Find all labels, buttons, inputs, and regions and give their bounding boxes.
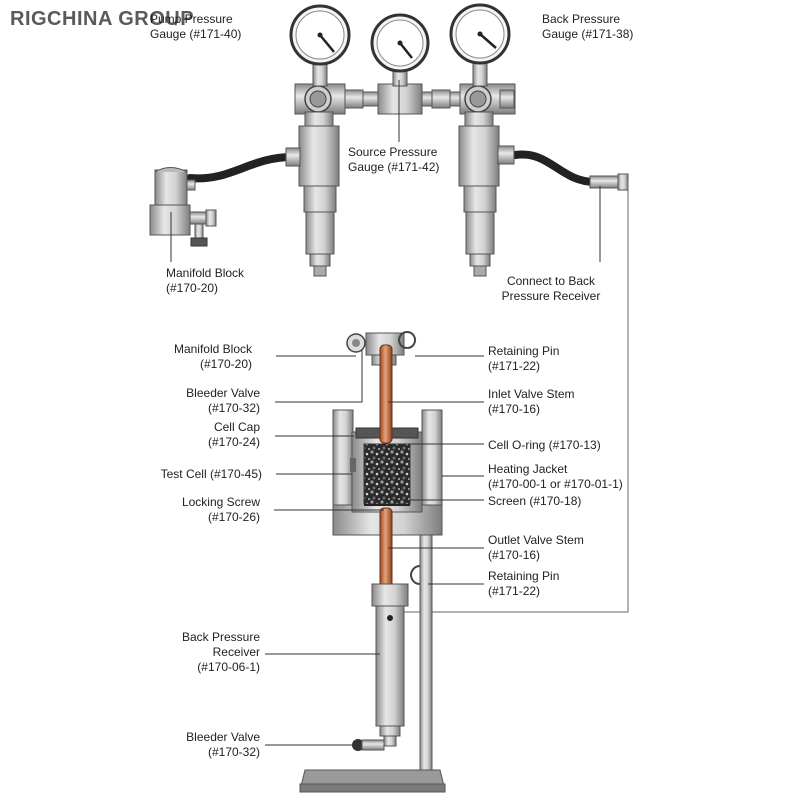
watermark-logo: RIGCHINA GROUP [10, 8, 195, 30]
support-stand [299, 534, 446, 793]
label-bleeder-valve-bottom: Bleeder Valve(#170-32) [186, 730, 260, 759]
label-screen: Screen (#170-18) [488, 494, 582, 508]
center-fitting [344, 69, 451, 115]
label-manifold-block: Manifold Block(#170-20) [173, 342, 252, 371]
right-valve-assembly [458, 83, 516, 277]
back-pressure-line [398, 182, 629, 613]
label-retaining-pin-top: Retaining Pin(#171-22) [488, 344, 560, 373]
inlet-valve-stem [379, 344, 393, 444]
manifold-block-top [149, 167, 217, 247]
left-valve-assembly [285, 83, 346, 277]
label-locking-screw: Locking Screw(#170-26) [181, 495, 260, 524]
label-heating-jacket: Heating Jacket(#170-00-1 or #170-01-1) [488, 462, 623, 491]
label-cell-oring: Cell O-ring (#170-13) [488, 438, 601, 452]
label-cell-cap: Cell Cap(#170-24) [207, 420, 260, 449]
left-hose [186, 153, 296, 183]
right-hose [511, 150, 599, 186]
cell-leaders [265, 350, 484, 746]
top-leaders [170, 80, 601, 262]
label-bleeder-valve-top: Bleeder Valve(#170-32) [186, 386, 260, 415]
back-pressure-gauge [449, 3, 511, 87]
pump-pressure-gauge [289, 4, 351, 87]
back-connector [589, 173, 629, 191]
label-manifold-block-top: Manifold Block(#170-20) [166, 266, 245, 295]
source-pressure-gauge [370, 13, 430, 73]
label-inlet-valve-stem: Inlet Valve Stem(#170-16) [488, 387, 575, 416]
label-retaining-pin-bottom: Retaining Pin(#171-22) [488, 569, 560, 598]
back-pressure-receiver [352, 565, 431, 751]
outlet-valve-stem [379, 507, 393, 597]
label-outlet-valve-stem: Outlet Valve Stem(#170-16) [488, 533, 584, 562]
label-test-cell: Test Cell (#170-45) [160, 467, 262, 481]
